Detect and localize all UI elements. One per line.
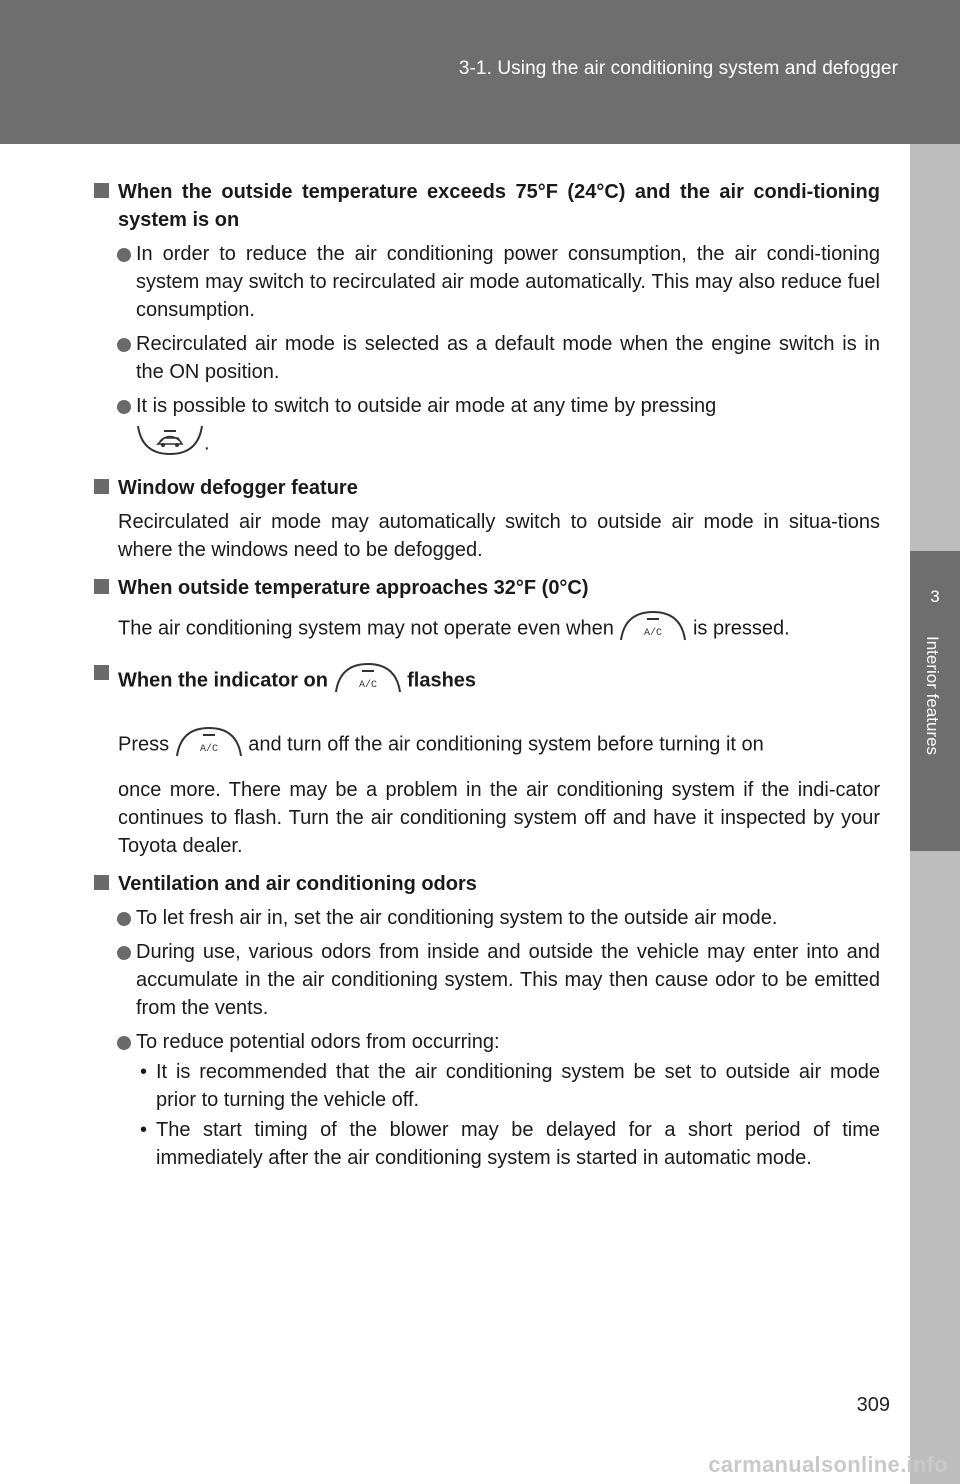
side-tab-upper [910,144,960,551]
small-bullet-icon: • [140,1061,148,1083]
svg-text:A/C: A/C [644,627,662,639]
round-bullet-icon [117,946,131,960]
page-content: When the outside temperature exceeds 75°… [94,178,880,1182]
chapter-label: Interior features [923,636,942,756]
round-bullet-icon [117,1036,131,1050]
paragraph: Press A/C and turn off the air condition… [94,724,880,766]
paragraph: once more. There may be a problem in the… [118,779,880,857]
recirculated-air-button-icon [136,424,204,464]
round-bullet-icon [117,400,131,414]
section-ventilation-odors: Ventilation and air conditioning odors T… [94,870,880,1172]
paragraph: The air conditioning system may not oper… [94,608,880,650]
paragraph: Recirculated air mode may automatically … [118,511,880,561]
list-item: In order to reduce the air conditioning … [94,240,880,324]
square-bullet-icon [94,579,109,594]
section-heading: When the indicator on A/C flashes [94,660,880,702]
section-temp-approaches-32: When outside temperature approaches 32°F… [94,574,880,650]
list-item: To reduce potential odors from occurring… [94,1028,880,1056]
header-band: 3-1. Using the air conditioning system a… [0,0,960,144]
sub-list-item: • It is recommended that the air conditi… [94,1058,880,1114]
chapter-tab: 3 Interior features [910,551,960,851]
round-bullet-icon [117,248,131,262]
svg-text:A/C: A/C [200,743,218,755]
small-bullet-icon: • [140,1119,148,1141]
square-bullet-icon [94,665,109,680]
svg-text:A/C: A/C [359,679,377,691]
square-bullet-icon [94,875,109,890]
ac-button-icon: A/C [619,608,687,650]
square-bullet-icon [94,479,109,494]
list-item: It is possible to switch to outside air … [94,392,880,420]
sub-list-item: • The start timing of the blower may be … [94,1116,880,1172]
section-indicator-flashes: When the indicator on A/C flashes Press … [94,660,880,860]
section-window-defogger: Window defogger feature Recirculated air… [94,474,880,564]
square-bullet-icon [94,183,109,198]
list-item: During use, various odors from inside an… [94,938,880,1022]
page-number: 309 [856,1394,890,1416]
recirc-button-line: . [94,424,880,464]
list-item: To let fresh air in, set the air conditi… [94,904,880,932]
list-item: Recirculated air mode is selected as a d… [94,330,880,386]
ac-button-icon: A/C [175,724,243,766]
section-heading: Ventilation and air conditioning odors [94,870,880,898]
round-bullet-icon [117,338,131,352]
section-title: 3-1. Using the air conditioning system a… [458,58,898,79]
section-heading: Window defogger feature [94,474,880,502]
ac-button-icon: A/C [334,660,402,702]
section-outside-temp-exceeds: When the outside temperature exceeds 75°… [94,178,880,464]
side-tab-lower [910,851,960,1484]
watermark: carmanualsonline.info [708,1452,948,1477]
section-heading: When the outside temperature exceeds 75°… [94,178,880,234]
round-bullet-icon [117,912,131,926]
section-heading: When outside temperature approaches 32°F… [94,574,880,602]
chapter-number: 3 [930,587,940,606]
